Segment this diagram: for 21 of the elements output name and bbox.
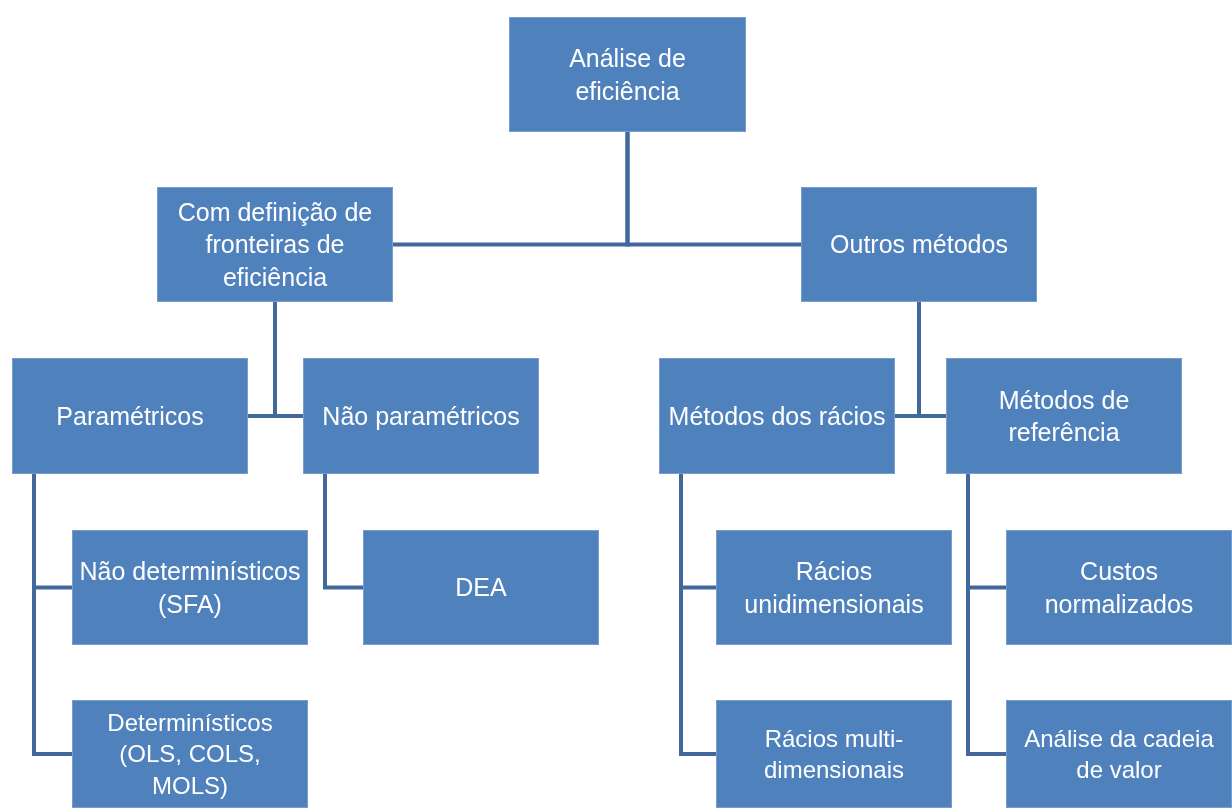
connector-line xyxy=(32,474,72,756)
connector-line xyxy=(323,474,363,590)
connector-line xyxy=(966,474,1006,756)
category-box: Não paramétricos xyxy=(303,358,539,474)
connector-line xyxy=(625,132,801,247)
connector-line xyxy=(679,474,716,756)
category-box: Com definição de fronteiras de eficiência xyxy=(157,187,393,302)
category-box: Outros métodos xyxy=(801,187,1037,302)
category-box: Análise de eficiência xyxy=(509,17,746,132)
category-box: Métodos de referência xyxy=(946,358,1182,474)
category-box: Rácios multi- dimensionais xyxy=(716,700,952,808)
connector-line xyxy=(273,302,303,418)
category-box: Não determinísticos (SFA) xyxy=(72,530,308,645)
category-box: Determinísticos (OLS, COLS, MOLS) xyxy=(72,700,308,808)
category-box: Rácios unidimensionais xyxy=(716,530,952,645)
connector-line xyxy=(917,302,946,418)
category-box: DEA xyxy=(363,530,599,645)
category-box: Métodos dos rácios xyxy=(659,358,895,474)
category-box: Paramétricos xyxy=(12,358,248,474)
category-box: Análise da cadeia de valor xyxy=(1006,700,1232,808)
category-box: Custos normalizados xyxy=(1006,530,1232,645)
